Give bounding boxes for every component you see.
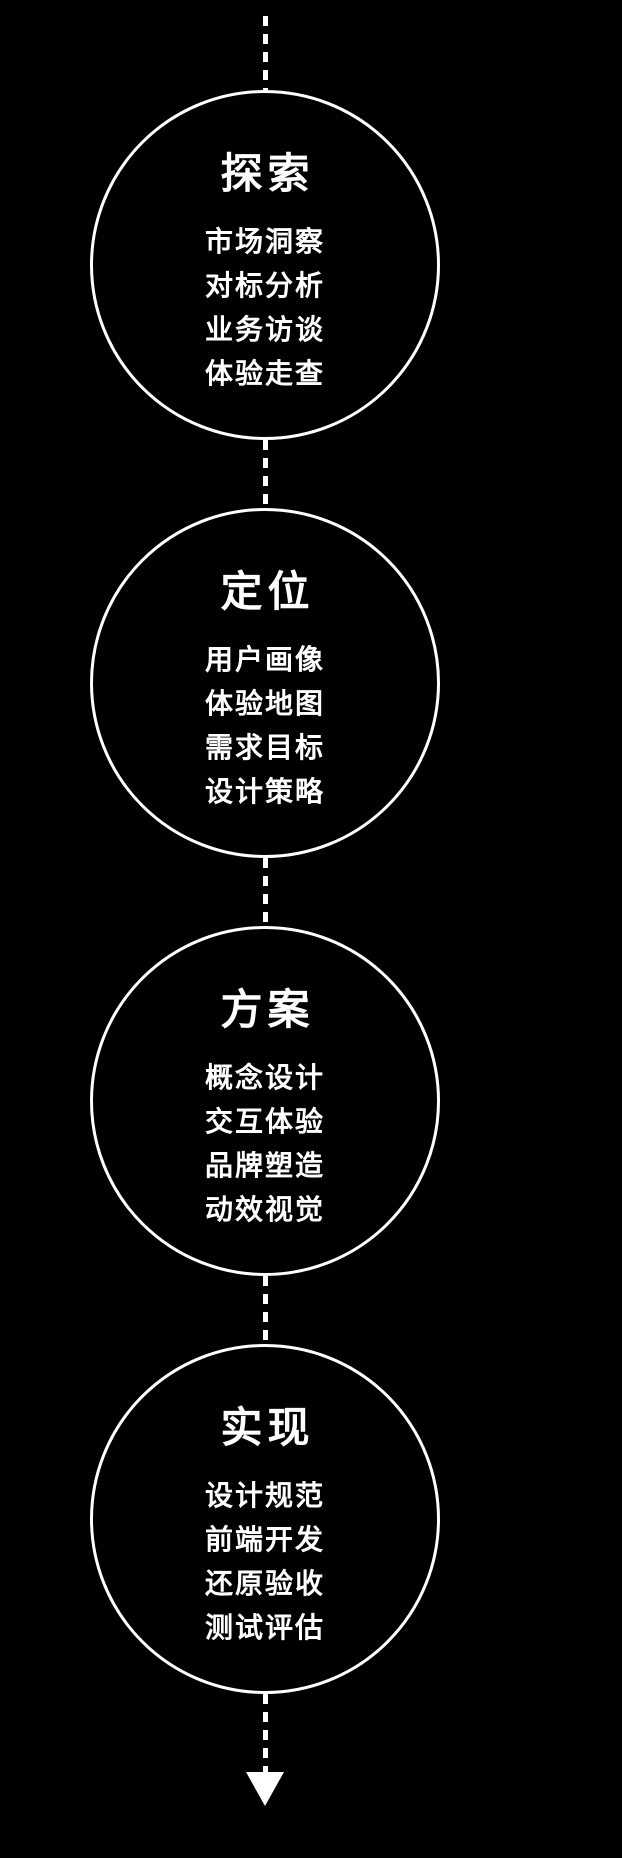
stage-circle-positioning: 定位 用户画像 体验地图 需求目标 设计策略: [90, 508, 440, 858]
stage-item: 体验地图: [204, 688, 325, 720]
stage-title: 方案: [220, 986, 315, 1034]
arrow-down-icon: [246, 1772, 284, 1806]
stage-item: 动效视觉: [204, 1193, 325, 1225]
dashed-connector: [262, 1276, 268, 1344]
stage-item: 还原验收: [204, 1568, 325, 1599]
stage-item: 对标分析: [204, 270, 325, 302]
dashed-connector: [262, 858, 268, 926]
stage-item: 需求目标: [204, 732, 325, 763]
stage-item: 前端开发: [204, 1524, 325, 1556]
stage-item: 品牌塑造: [204, 1150, 325, 1181]
stage-item: 概念设计: [204, 1062, 325, 1094]
stage-item-list: 用户画像 体验地图 需求目标 设计策略: [205, 645, 325, 807]
stage-item: 业务访谈: [204, 314, 325, 345]
stage-item: 设计策略: [204, 775, 325, 807]
stage-item: 测试评估: [204, 1611, 325, 1643]
stage-item-list: 市场洞察 对标分析 业务访谈 体验走查: [205, 227, 325, 389]
dashed-connector: [262, 440, 268, 508]
stage-item-list: 设计规范 前端开发 还原验收 测试评估: [205, 1481, 325, 1643]
stage-circle-explore: 探索 市场洞察 对标分析 业务访谈 体验走查: [90, 90, 440, 440]
stage-item: 用户画像: [204, 644, 325, 676]
stage-circle-implementation: 实现 设计规范 前端开发 还原验收 测试评估: [90, 1344, 440, 1694]
stage-item-list: 概念设计 交互体验 品牌塑造 动效视觉: [205, 1063, 325, 1225]
stage-item: 交互体验: [204, 1106, 325, 1138]
stage-title: 探索: [220, 150, 315, 198]
stage-item: 设计规范: [204, 1480, 325, 1512]
dashed-connector-top: [262, 16, 268, 90]
stage-item: 市场洞察: [204, 226, 325, 258]
stage-title: 实现: [220, 1404, 315, 1452]
stage-item: 体验走查: [204, 357, 325, 389]
dashed-connector-bottom: [262, 1694, 268, 1772]
stage-title: 定位: [220, 568, 315, 616]
process-flow-diagram: 探索 市场洞察 对标分析 业务访谈 体验走查 定位 用户画像 体验地图 需求目标…: [90, 16, 440, 1806]
stage-circle-solution: 方案 概念设计 交互体验 品牌塑造 动效视觉: [90, 926, 440, 1276]
